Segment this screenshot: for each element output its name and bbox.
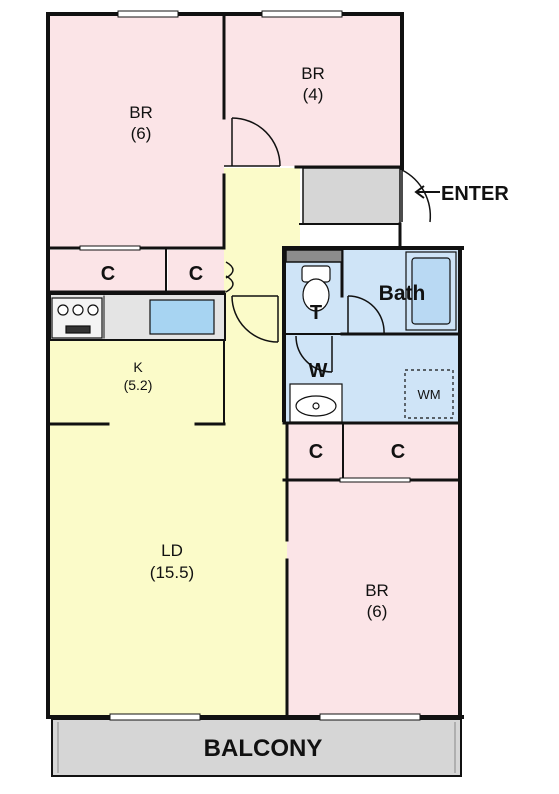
closet-fill-2 bbox=[168, 250, 224, 292]
closet-fill-3 bbox=[287, 424, 343, 480]
br-nw-fill bbox=[48, 14, 224, 248]
toilet-icon bbox=[301, 265, 331, 312]
br-n-name: BR bbox=[301, 64, 325, 83]
washing-machine-space bbox=[404, 369, 454, 419]
balcony-fill bbox=[51, 718, 462, 777]
br-n-size: (4) bbox=[303, 85, 324, 104]
windows bbox=[79, 10, 421, 721]
toilet-label: T bbox=[310, 302, 322, 324]
closet-label-2: C bbox=[189, 263, 203, 285]
washing-machine-label: WM bbox=[417, 387, 440, 402]
washroom-label: W bbox=[309, 360, 328, 382]
ld-fill bbox=[48, 340, 288, 717]
ld-name: LD bbox=[161, 541, 183, 560]
labels: BR (6) BR (4) C C C C K (5.2) LD (15.5) … bbox=[101, 64, 510, 762]
enter-arrow-icon bbox=[414, 185, 440, 199]
closet-fill-1 bbox=[48, 250, 166, 292]
kitchen-sink-icon bbox=[149, 299, 215, 335]
br-nw-name: BR bbox=[129, 103, 153, 122]
enter-label: ENTER bbox=[441, 183, 509, 205]
br-nw-size: (6) bbox=[131, 124, 152, 143]
closet-label-3: C bbox=[309, 441, 323, 463]
closet-label-1: C bbox=[101, 263, 115, 285]
wash-basin-icon bbox=[289, 383, 343, 423]
closet-label-4: C bbox=[391, 441, 405, 463]
br-n-fill bbox=[224, 14, 402, 166]
ld-size: (15.5) bbox=[150, 563, 194, 582]
entrance-floor bbox=[302, 167, 401, 225]
br-se-name: BR bbox=[365, 581, 389, 600]
balcony-label: BALCONY bbox=[204, 735, 323, 762]
kitchen-name: K bbox=[133, 359, 143, 375]
kitchen-size: (5.2) bbox=[124, 377, 153, 393]
room-fills bbox=[48, 14, 462, 777]
doors bbox=[224, 117, 432, 373]
closet-fill-4 bbox=[344, 424, 460, 480]
br-se-size: (6) bbox=[367, 602, 388, 621]
fixtures bbox=[51, 251, 457, 423]
br-se-fill bbox=[287, 480, 460, 717]
bath-label: Bath bbox=[379, 282, 426, 305]
